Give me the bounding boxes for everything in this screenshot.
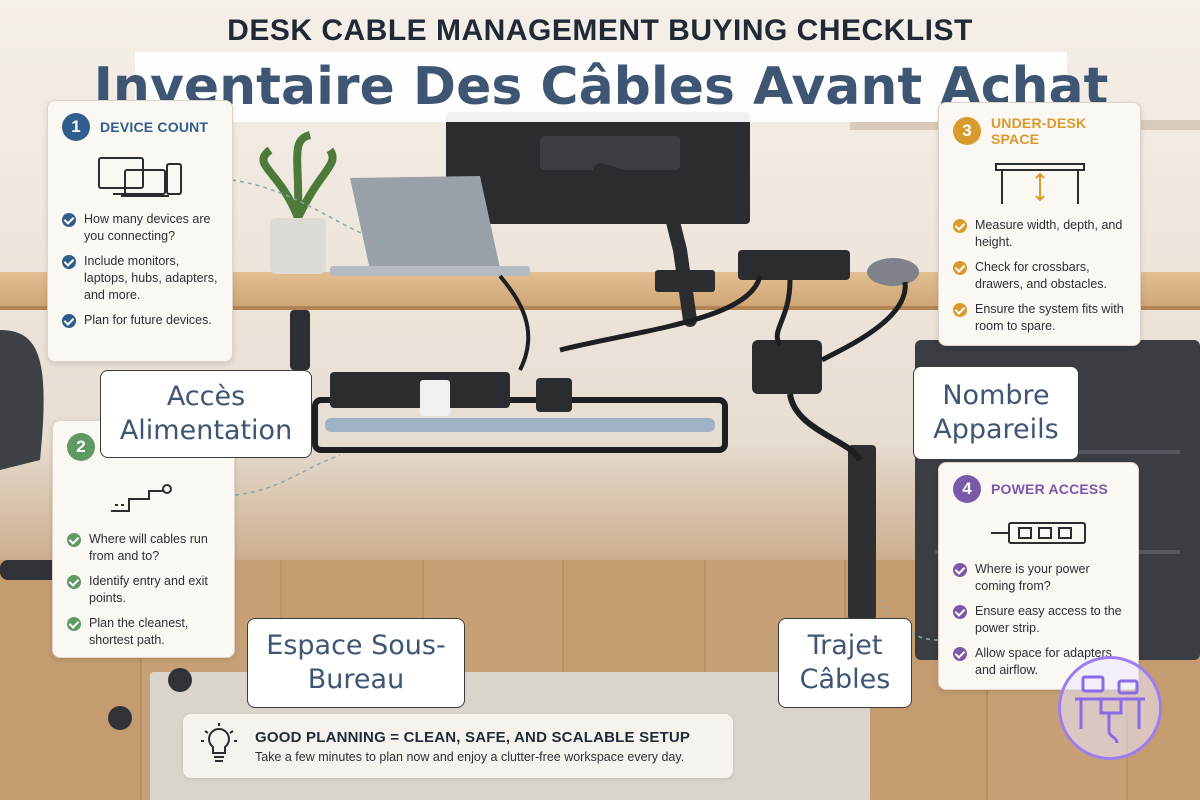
checklist-item: Plan for future devices. (62, 312, 218, 329)
check-icon (62, 255, 76, 269)
check-icon (953, 605, 967, 619)
check-icon (67, 617, 81, 631)
lightbulb-icon (201, 722, 237, 770)
checklist-card-device-count: 1 DEVICE COUNT How many devices are you … (47, 100, 233, 362)
checklist-card-under-desk-space: 3 UNDER-DESK SPACE Measure width, depth,… (938, 102, 1141, 346)
checklist-item: Where will cables run from and to? (67, 531, 220, 565)
check-icon (953, 261, 967, 275)
checklist-item: Plan the cleanest, shortest path. (67, 615, 220, 649)
desk-leg-left (290, 310, 310, 370)
checklist-item: Allow space for adapters and airflow. (953, 645, 1124, 679)
check-icon (953, 563, 967, 577)
label-under-desk-space: Espace Sous-Bureau (247, 618, 465, 708)
desk-setup-badge-icon (1058, 656, 1162, 760)
checklist-item: Ensure the system fits with room to spar… (953, 301, 1126, 335)
check-icon (953, 219, 967, 233)
label-device-count: Nombre Appareils (913, 366, 1079, 460)
checklist-card-power-access: 4 POWER ACCESS Where is your power comin… (938, 462, 1139, 690)
checklist-item: Include monitors, laptops, hubs, adapter… (62, 253, 218, 304)
step-number-badge: 3 (953, 117, 981, 145)
card-title: UNDER-DESK SPACE (991, 115, 1087, 147)
cable-route-icon (67, 471, 220, 523)
checklist-item: Measure width, depth, and height. (953, 217, 1126, 251)
label-power-access: Accès Alimentation (100, 370, 312, 458)
desk-measure-icon (953, 157, 1126, 209)
checklist-item: Check for crossbars, drawers, and obstac… (953, 259, 1126, 293)
check-icon (62, 213, 76, 227)
banner-subtext: Take a few minutes to plan now and enjoy… (255, 749, 685, 764)
check-icon (67, 575, 81, 589)
desk-leg-right (848, 445, 876, 620)
checklist-item: Where is your power coming from? (953, 561, 1124, 595)
label-cable-path: Trajet Câbles (778, 618, 912, 708)
devices-icon (62, 151, 218, 203)
card-title: POWER ACCESS (991, 481, 1109, 497)
banner-heading: GOOD PLANNING = CLEAN, SAFE, AND SCALABL… (255, 728, 691, 746)
check-icon (953, 647, 967, 661)
power-strip-icon (953, 513, 1124, 553)
page-title: DESK CABLE MANAGEMENT BUYING CHECKLIST (227, 14, 973, 47)
checklist-item: How many devices are you connecting? (62, 211, 218, 245)
check-icon (953, 303, 967, 317)
tip-banner: GOOD PLANNING = CLEAN, SAFE, AND SCALABL… (183, 714, 733, 778)
step-number-badge: 4 (953, 475, 981, 503)
check-icon (67, 533, 81, 547)
step-number-badge: 1 (62, 113, 90, 141)
overlay-title-box: Inventaire Des Câbles Avant Achat (94, 52, 1108, 122)
card-title: DEVICE COUNT (100, 119, 209, 135)
step-number-badge: 2 (67, 433, 95, 461)
checklist-item: Identify entry and exit points. (67, 573, 220, 607)
checklist-card-cable-path: 2 Where will cables run from and to? Ide… (52, 420, 235, 658)
checklist-item: Ensure easy access to the power strip. (953, 603, 1124, 637)
check-icon (62, 314, 76, 328)
